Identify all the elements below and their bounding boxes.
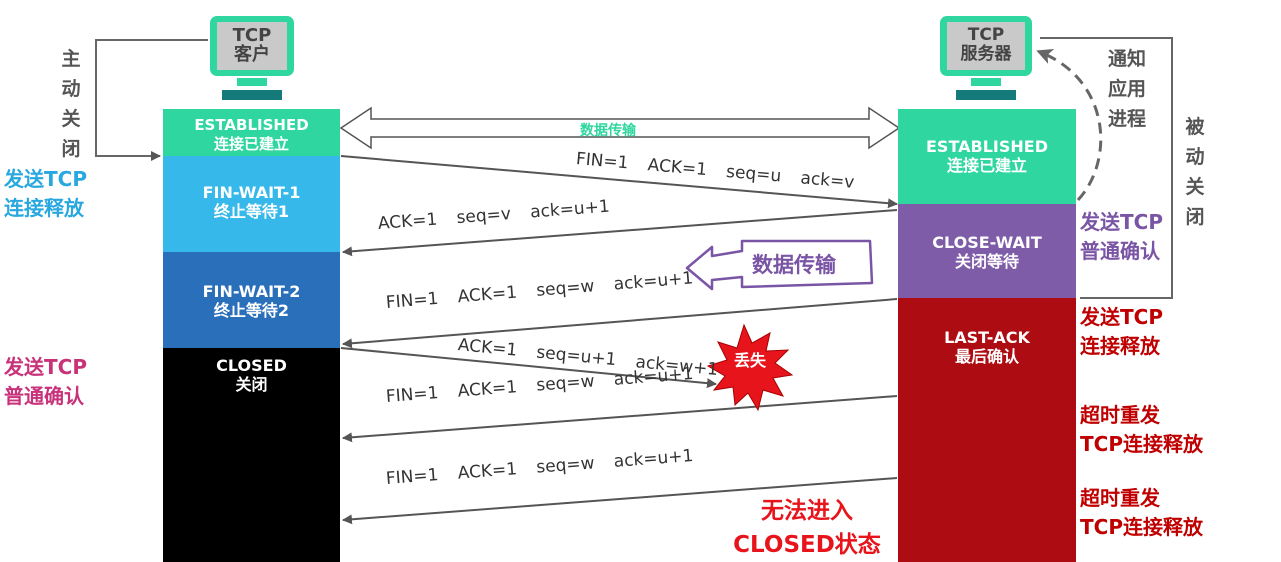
state-desc: 终止等待2	[213, 301, 290, 320]
server-retransmit-note-2: 超时重发 TCP连接释放	[1080, 484, 1203, 542]
state-name: LAST-ACK	[944, 328, 1030, 347]
active-close-label: 主动关闭	[61, 48, 81, 160]
client-monitor-icon	[210, 16, 294, 100]
msg-arrow-1	[340, 155, 898, 209]
state-desc: 终止等待1	[213, 202, 290, 221]
client-label: TCP 客户	[217, 26, 287, 64]
client-state-established: ESTABLISHED 连接已建立	[163, 109, 340, 156]
server-label-line1: TCP	[967, 25, 1005, 45]
server-retransmit-note-1: 超时重发 TCP连接释放	[1080, 401, 1203, 459]
state-name: FIN-WAIT-1	[202, 183, 301, 202]
data-transfer-callout-label: 数据传输	[752, 253, 836, 277]
client-send-ack-note: 发送TCP 普通确认	[4, 353, 87, 411]
msg-arrow-3	[342, 298, 898, 349]
client-state-closed: CLOSED 关闭	[163, 348, 340, 562]
note-line: 连接释放	[4, 196, 84, 220]
active-close-bracket	[95, 39, 208, 161]
msg-arrow-4	[340, 347, 717, 389]
note-line: 普通确认	[4, 384, 84, 408]
note-line: 连接释放	[1080, 334, 1160, 358]
note-line: 普通确认	[1080, 239, 1160, 263]
server-send-fin-note: 发送TCP 连接释放	[1080, 303, 1163, 361]
lost-burst-icon	[706, 323, 794, 412]
lost-label: 丢失	[734, 351, 767, 370]
server-monitor-icon	[940, 16, 1032, 100]
note-line: TCP连接释放	[1080, 432, 1203, 456]
state-name: ESTABLISHED	[926, 137, 1048, 156]
state-desc: 连接已建立	[213, 135, 289, 153]
state-name: ESTABLISHED	[194, 116, 309, 134]
client-state-fin-wait-2: FIN-WAIT-2 终止等待2	[163, 252, 340, 348]
server-state-close-wait: CLOSE-WAIT 关闭等待	[898, 204, 1076, 298]
client-label-line1: TCP	[232, 25, 272, 46]
server-label: TCP 服务器	[947, 26, 1025, 64]
state-name: CLOSE-WAIT	[932, 233, 1042, 252]
state-desc: 最后确认	[954, 347, 1019, 366]
note-line: 发送TCP	[1080, 305, 1163, 329]
server-label-line2: 服务器	[960, 44, 1012, 64]
state-desc: 关闭	[235, 375, 268, 394]
note-line: TCP连接释放	[1080, 515, 1203, 539]
server-state-established: ESTABLISHED 连接已建立	[898, 109, 1076, 204]
state-desc: 连接已建立	[946, 156, 1027, 175]
state-name: CLOSED	[216, 356, 287, 375]
passive-close-label: 被动关闭	[1185, 116, 1205, 228]
note-line: 发送TCP	[4, 355, 87, 379]
client-state-fin-wait-1: FIN-WAIT-1 终止等待1	[163, 156, 340, 252]
note-line: 发送TCP	[4, 167, 87, 191]
msg-arrow-2	[342, 209, 898, 257]
msg-arrow-6	[342, 477, 898, 525]
msg-arrow-5	[342, 395, 898, 443]
server-send-ack-note: 发送TCP 普通确认	[1080, 208, 1163, 266]
cannot-close-note: 无法进入 CLOSED状态	[722, 494, 892, 562]
cannot-close-line1: 无法进入	[761, 498, 853, 524]
client-send-fin-note: 发送TCP 连接释放	[4, 165, 87, 223]
note-line: 发送TCP	[1080, 210, 1163, 234]
cannot-close-line2: CLOSED状态	[733, 532, 881, 558]
passive-close-bracket	[1040, 37, 1173, 299]
client-label-line2: 客户	[234, 44, 270, 65]
notify-app-arrow	[1036, 49, 1103, 202]
server-state-last-ack: LAST-ACK 最后确认	[898, 298, 1076, 562]
data-transfer-top-label: 数据传输	[580, 123, 636, 139]
state-desc: 关闭等待	[954, 252, 1019, 271]
note-line: 超时重发	[1080, 486, 1160, 510]
note-line: 超时重发	[1080, 403, 1160, 427]
state-name: FIN-WAIT-2	[202, 282, 301, 301]
notify-app-label: 通知应用进程	[1108, 48, 1147, 130]
data-transfer-callout-arrow	[685, 239, 874, 291]
